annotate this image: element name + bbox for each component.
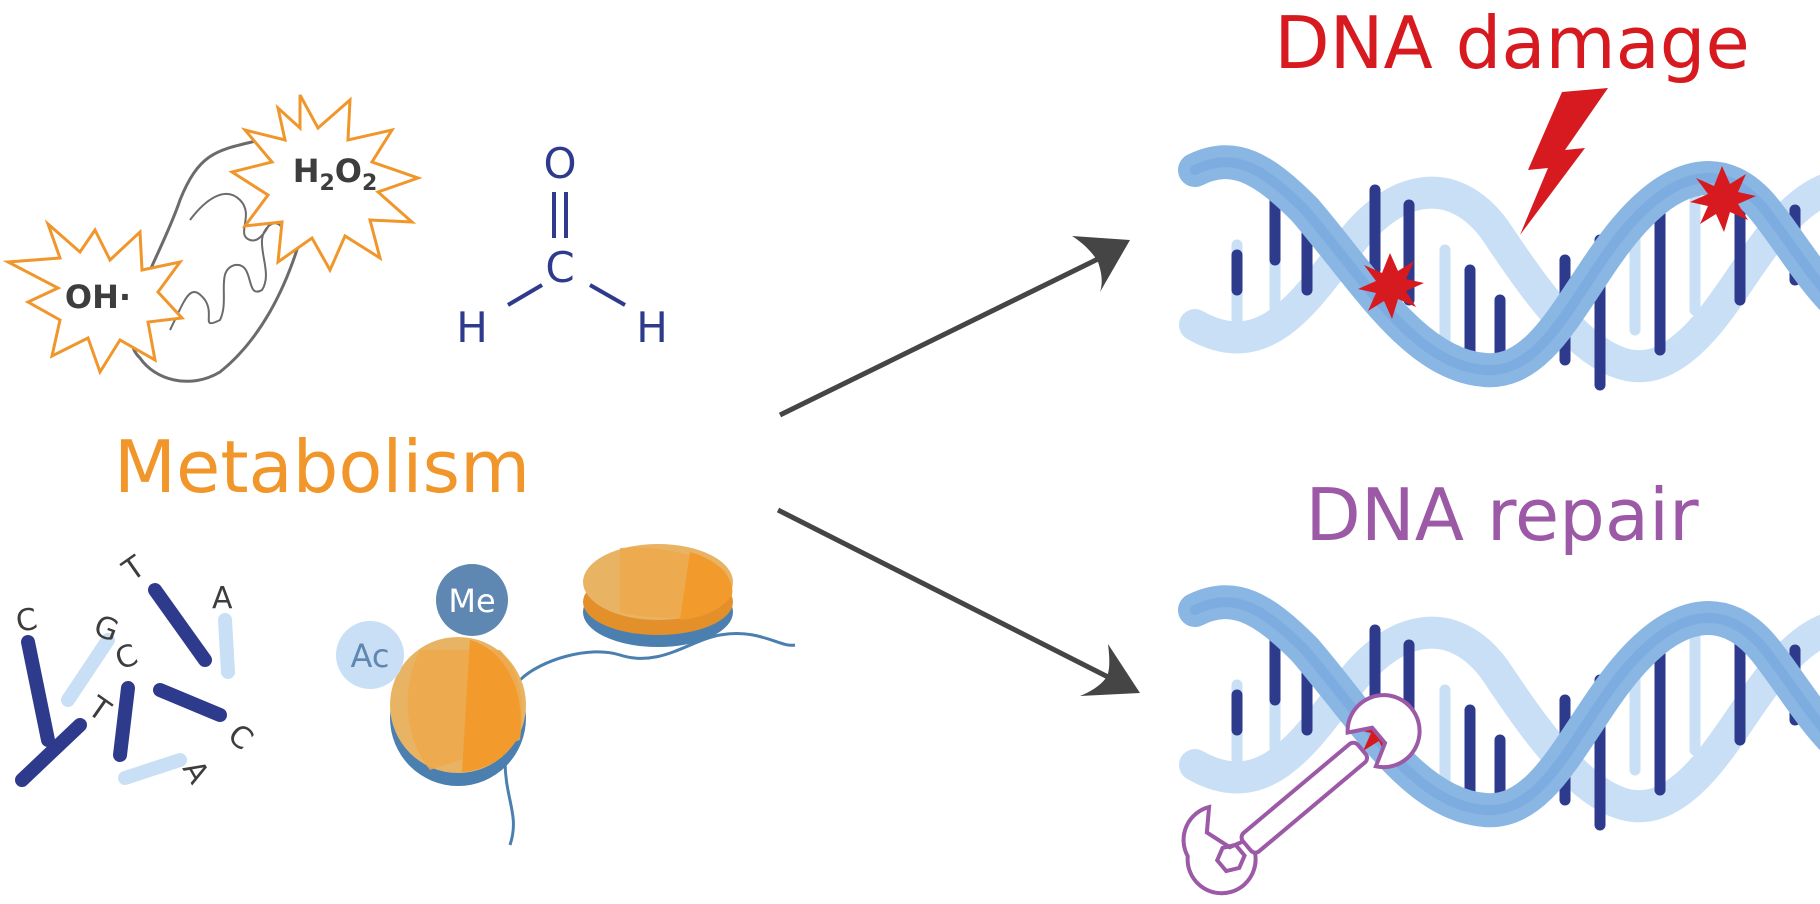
hydrogen-right: H xyxy=(636,303,668,352)
dna-damage-title: DNA damage xyxy=(1274,1,1750,85)
oh-label: OH· xyxy=(65,278,131,316)
nucleotide-pool xyxy=(15,583,235,787)
oxygen-atom: O xyxy=(543,139,576,188)
nucleotide-letter: T xyxy=(116,549,152,589)
nucleotide-letter: C xyxy=(221,717,260,757)
h2o2-label: H2O2 xyxy=(293,152,378,196)
carbon-atom: C xyxy=(545,243,574,292)
wrench-icon xyxy=(1181,693,1422,896)
arrow-to-damage xyxy=(778,236,1130,418)
dna-repair-title: DNA repair xyxy=(1305,473,1699,557)
nucleotide-letter: C xyxy=(111,637,143,677)
acetyl-label: Ac xyxy=(351,637,390,675)
acetyl-mark: Ac xyxy=(336,621,404,689)
nucleosome-icon xyxy=(390,544,796,846)
methyl-label: Me xyxy=(448,582,495,620)
arrow-to-repair xyxy=(776,507,1140,696)
nucleotide-letter: C xyxy=(13,602,40,640)
hydrogen-peroxide-burst: H2O2 xyxy=(228,94,423,274)
formaldehyde-structure: O C H H xyxy=(456,139,668,352)
lightning-bolt-icon xyxy=(1520,88,1608,235)
nucleotide-letter: A xyxy=(212,581,233,616)
repaired-dna-helix xyxy=(1195,602,1820,825)
hydroxyl-radical-burst: OH· xyxy=(2,219,186,376)
metabolism-title: Metabolism xyxy=(114,425,530,509)
hydrogen-left: H xyxy=(456,303,488,352)
methyl-mark: Me xyxy=(436,564,508,636)
